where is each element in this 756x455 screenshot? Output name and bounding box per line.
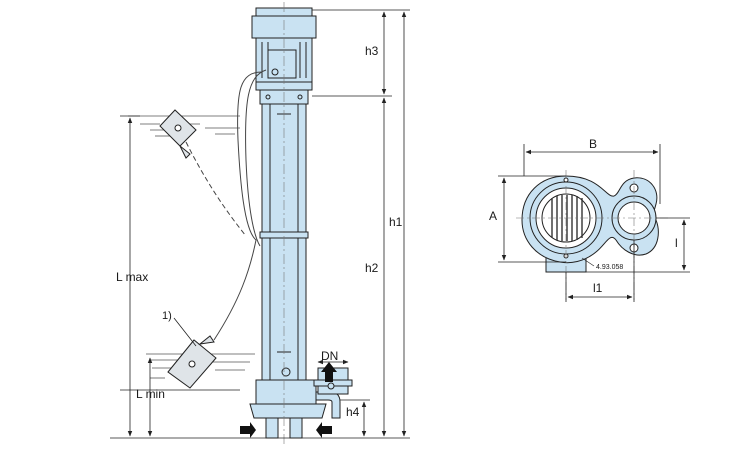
label-l1: l1 bbox=[593, 281, 603, 295]
label-dn: DN bbox=[321, 349, 338, 363]
float-switch-icon bbox=[159, 109, 197, 159]
label-h4: h4 bbox=[346, 405, 360, 419]
label-h3: h3 bbox=[365, 44, 379, 58]
flow-arrow-icon bbox=[240, 362, 337, 438]
label-l-max: L max bbox=[116, 270, 148, 284]
label-l-min: L min bbox=[136, 387, 165, 401]
dimension-labels-left: h3 h1 h2 h4 L max L min DN 1) bbox=[116, 44, 403, 419]
label-h2: h2 bbox=[365, 261, 379, 275]
label-l: l bbox=[675, 236, 678, 250]
label-b: B bbox=[589, 137, 597, 151]
dimension-labels-right: B A l l1 4.93.058 bbox=[489, 137, 678, 295]
footnote-leader bbox=[173, 317, 197, 347]
label-h1: h1 bbox=[389, 215, 403, 229]
label-footnote-1: 1) bbox=[162, 310, 172, 322]
dimension-lines-right bbox=[498, 144, 690, 302]
dimension-lines-left bbox=[110, 9, 410, 439]
label-a: A bbox=[489, 209, 497, 223]
plan-grill bbox=[551, 195, 583, 241]
pump-housing bbox=[249, 367, 341, 439]
pump-side-view bbox=[128, 2, 353, 446]
drawing-reference-number: 4.93.058 bbox=[596, 264, 623, 271]
float-cable bbox=[185, 69, 267, 341]
float-switch-icon bbox=[167, 335, 217, 389]
pump-plan-view bbox=[516, 170, 670, 300]
water-surface-lower bbox=[146, 353, 255, 379]
